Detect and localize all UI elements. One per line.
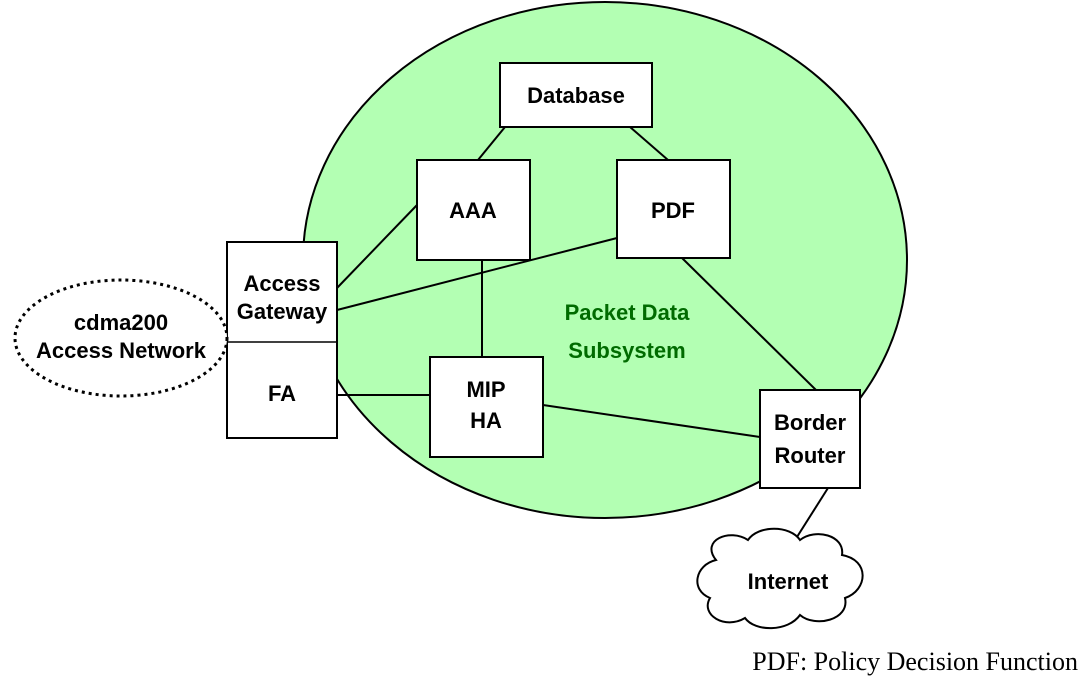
- link-database-pdf: [629, 126, 669, 161]
- link-pdf-border-router: [681, 257, 817, 391]
- internet-cloud: Internet: [696, 527, 864, 630]
- fa-label: FA: [268, 381, 296, 406]
- link-mip-ha-border-router: [542, 404, 761, 438]
- access-gateway-label-line1: Access: [243, 271, 320, 296]
- database-node: Database: [499, 62, 653, 128]
- database-label: Database: [527, 83, 625, 108]
- footnote: PDF: Policy Decision Function: [752, 647, 1078, 676]
- link-pdf-access-gateway: [336, 237, 618, 311]
- aaa-node: AAA: [416, 159, 531, 261]
- internet-label: Internet: [748, 569, 829, 594]
- subsystem-label-line2: Subsystem: [568, 338, 685, 363]
- link-aaa-access-gateway: [336, 204, 418, 289]
- border-router-label-line2: Router: [775, 443, 846, 468]
- mip-ha-label-line2: HA: [470, 408, 502, 433]
- cloud-icon: [696, 527, 864, 630]
- link-database-aaa: [477, 126, 506, 161]
- aaa-label: AAA: [449, 198, 497, 223]
- subsystem-label-line1: Packet Data: [565, 300, 691, 325]
- access-gateway-label-line2: Gateway: [237, 299, 328, 324]
- cdma-access-network-node: cdma200 Access Network: [13, 278, 229, 398]
- border-router-label-line1: Border: [774, 410, 847, 435]
- connections: [336, 126, 829, 549]
- pdf-label: PDF: [651, 198, 695, 223]
- border-router-node: Border Router: [759, 389, 861, 489]
- access-gateway-node: Access Gateway FA: [226, 241, 338, 439]
- cdma-label-line2: Access Network: [36, 338, 207, 363]
- mip-ha-label-line1: MIP: [466, 377, 505, 402]
- mip-ha-node: MIP HA: [429, 356, 544, 458]
- cdma-label-line1: cdma200: [74, 310, 168, 335]
- pdf-node: PDF: [616, 159, 731, 259]
